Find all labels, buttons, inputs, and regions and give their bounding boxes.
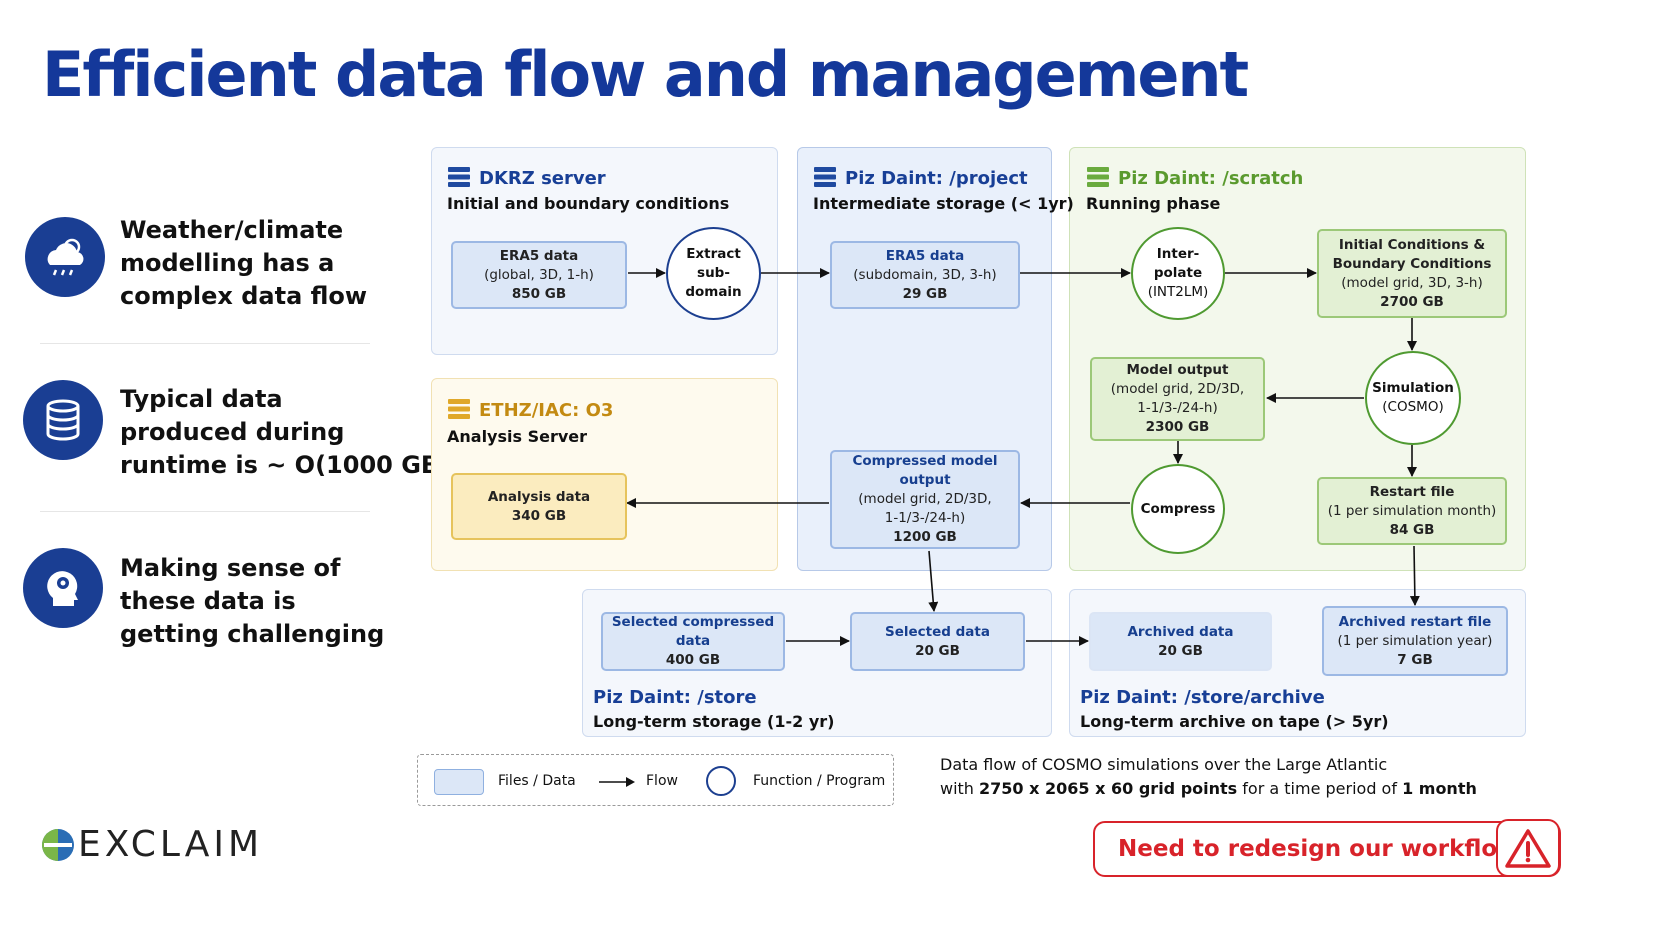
caption: Data flow of COSMO simulations over the … <box>940 755 1477 798</box>
selected-data-box: Selected data 20 GB <box>850 612 1025 671</box>
compressed-model-output-box: Compressed model output (model grid, 2D/… <box>830 450 1020 549</box>
archived-data-box: Archived data 20 GB <box>1089 612 1272 671</box>
legend-flow-arrow-icon <box>599 777 635 787</box>
page-title: Efficient data flow and management <box>42 38 1249 111</box>
extract-subdomain-function: Extract sub- domain <box>666 227 761 320</box>
restart-file-box: Restart file (1 per simulation month) 84… <box>1317 477 1507 545</box>
arrow-compressed-to-selected <box>928 550 939 612</box>
dkrz-title: DKRZ server <box>447 166 606 189</box>
store-subtitle: Long-term storage (1-2 yr) <box>593 712 835 731</box>
legend-function-circle <box>706 766 736 796</box>
divider <box>40 511 370 512</box>
warning-banner: Need to redesign our workflow <box>1093 821 1561 877</box>
server-icon <box>448 167 470 187</box>
server-icon <box>814 167 836 187</box>
era5-subdomain-box: ERA5 data (subdomain, 3D, 3-h) 29 GB <box>830 241 1020 309</box>
arrow-restart-to-archived-restart <box>1409 545 1420 606</box>
store-title: Piz Daint: /store <box>593 687 757 708</box>
interpolate-function: Inter- polate (INT2LM) <box>1131 227 1225 320</box>
legend-flow-label: Flow <box>646 773 678 789</box>
legend-function-label: Function / Program <box>753 773 886 789</box>
exclaim-logo-icon <box>42 828 74 861</box>
selected-compressed-data-box: Selected compressed data 400 GB <box>601 612 785 671</box>
project-title: Piz Daint: /project <box>813 166 1028 189</box>
legend-files-swatch <box>434 769 484 795</box>
server-icon <box>1087 167 1109 187</box>
archive-title: Piz Daint: /store/archive <box>1080 687 1325 708</box>
server-icon <box>448 399 470 419</box>
head-gear-icon <box>23 548 103 628</box>
divider <box>40 343 370 344</box>
logo-text: EXCLAIM <box>78 824 264 865</box>
archive-subtitle: Long-term archive on tape (> 5yr) <box>1080 712 1389 731</box>
project-subtitle: Intermediate storage (< 1yr) <box>813 194 1074 213</box>
scratch-title: Piz Daint: /scratch <box>1086 166 1303 189</box>
weather-cloud-icon <box>25 217 105 297</box>
warning-triangle-icon <box>1496 819 1560 877</box>
model-output-box: Model output (model grid, 2D/3D, 1-1/3-/… <box>1090 357 1265 441</box>
era5-global-box: ERA5 data (global, 3D, 1-h) 850 GB <box>451 241 627 309</box>
simulation-function: Simulation (COSMO) <box>1365 351 1461 445</box>
initial-boundary-conditions-box: Initial Conditions & Boundary Conditions… <box>1317 229 1507 318</box>
warning-text: Need to redesign our workflow <box>1118 836 1519 862</box>
analysis-data-box: Analysis data 340 GB <box>451 473 627 540</box>
legend: Files / Data Flow Function / Program <box>417 754 894 806</box>
legend-files-label: Files / Data <box>498 773 576 789</box>
ethz-title: ETHZ/IAC: O3 <box>447 398 613 421</box>
dkrz-subtitle: Initial and boundary conditions <box>447 194 730 213</box>
ethz-subtitle: Analysis Server <box>447 427 588 446</box>
database-icon <box>23 380 103 460</box>
compress-function: Compress <box>1131 464 1225 554</box>
archived-restart-file-box: Archived restart file (1 per simulation … <box>1322 606 1508 676</box>
exclaim-logo: EXCLAIM <box>40 824 263 865</box>
scratch-subtitle: Running phase <box>1086 194 1221 213</box>
